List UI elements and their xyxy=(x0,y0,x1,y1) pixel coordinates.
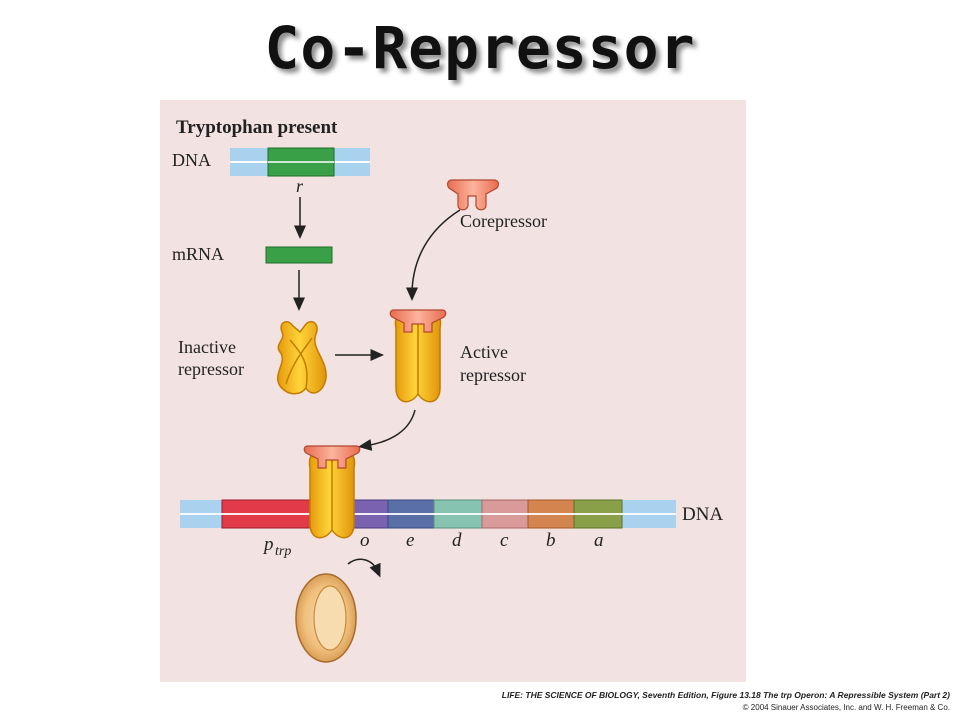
panel-title: Tryptophan present xyxy=(176,117,338,138)
inactive-repressor-shape xyxy=(277,320,327,395)
gene-b-label: b xyxy=(546,530,556,551)
dna-label-top: DNA xyxy=(172,150,211,170)
figure-background xyxy=(160,100,746,682)
mrna-strand xyxy=(265,246,333,264)
figure-credit-line1: LIFE: THE SCIENCE OF BIOLOGY, Seventh Ed… xyxy=(501,690,950,700)
dna-label-bottom: DNA xyxy=(682,504,723,525)
corepressor-shape xyxy=(446,179,500,211)
bound-repressor-shape xyxy=(303,445,361,539)
rna-polymerase-shape xyxy=(295,573,357,663)
inactive-repressor-label-line2: repressor xyxy=(178,359,244,379)
inactive-repressor-label-line1: Inactive xyxy=(178,337,236,357)
active-repressor-label-line1: Active xyxy=(460,342,508,362)
svg-text:p: p xyxy=(262,534,274,555)
svg-text:trp: trp xyxy=(275,544,291,559)
active-repressor-shape xyxy=(389,309,447,403)
gene-e-label: e xyxy=(406,530,414,551)
corepressor-binding-arrow xyxy=(406,209,461,301)
operon-dna-strand xyxy=(180,499,676,529)
trp-operon-figure: Tryptophan present DNA r mRNA Inactive r… xyxy=(160,100,746,682)
operator-label: o xyxy=(360,530,370,551)
gene-d-label: d xyxy=(452,530,462,551)
slide-title: Co-Repressor xyxy=(264,14,696,82)
promoter-label: p trp xyxy=(262,534,291,559)
figure-credit-line2: © 2004 Sinauer Associates, Inc. and W. H… xyxy=(742,703,950,712)
corepressor-label: Corepressor xyxy=(460,211,547,231)
repressor-binding-arrow xyxy=(358,409,416,451)
blocked-transcription-arrow xyxy=(347,558,381,578)
gene-c-label: c xyxy=(500,530,509,551)
dna-strand-top xyxy=(230,147,370,177)
mrna-label: mRNA xyxy=(172,244,224,264)
gene-a-label: a xyxy=(594,530,604,551)
active-repressor-label-line2: repressor xyxy=(460,365,526,385)
gene-r-label: r xyxy=(296,176,304,196)
